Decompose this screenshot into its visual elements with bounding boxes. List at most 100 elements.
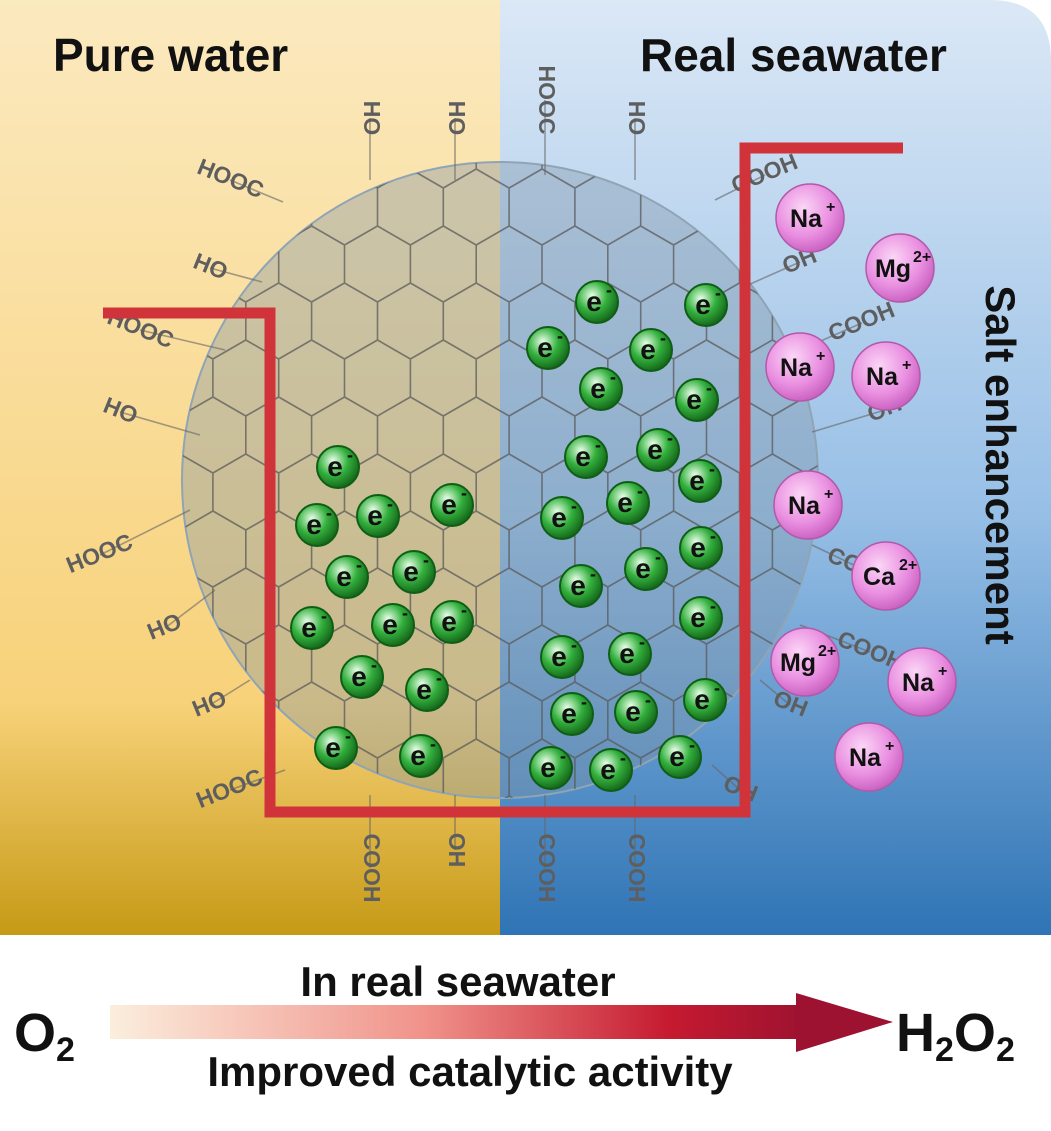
svg-text:e: e (551, 502, 567, 533)
svg-text:-: - (387, 494, 393, 514)
svg-text:-: - (710, 526, 716, 546)
svg-text:e: e (327, 451, 343, 482)
svg-text:-: - (706, 378, 712, 398)
svg-text:e: e (619, 638, 635, 669)
svg-text:-: - (710, 596, 716, 616)
svg-text:e: e (625, 696, 641, 727)
svg-text:e: e (694, 684, 710, 715)
svg-text:2+: 2+ (913, 249, 931, 266)
electron: e- (392, 550, 436, 594)
ion-na: Na+ (765, 332, 835, 402)
svg-text:-: - (571, 635, 577, 655)
svg-text:e: e (686, 384, 702, 415)
svg-text:-: - (714, 678, 720, 698)
svg-text:Na: Na (866, 363, 899, 391)
svg-text:-: - (371, 655, 377, 675)
svg-text:+: + (885, 738, 894, 755)
svg-text:e: e (570, 570, 586, 601)
electron: e- (683, 678, 727, 722)
svg-text:e: e (441, 606, 457, 637)
svg-text:e: e (586, 286, 602, 317)
svg-text:e: e (689, 465, 705, 496)
electron: e- (340, 655, 384, 699)
arrow-caption-bottom: Improved catalytic activity (207, 1048, 733, 1095)
electrons: e-e-e-e-e-e-e-e-e-e-e-e-e-e-e-e-e-e-e-e-… (290, 280, 728, 792)
electron: e- (679, 596, 723, 640)
ion-na: Na+ (773, 470, 843, 540)
svg-text:-: - (709, 459, 715, 479)
svg-text:e: e (690, 602, 706, 633)
electron: e- (678, 459, 722, 503)
svg-text:-: - (667, 428, 673, 448)
functional-group-label: COOH (359, 834, 385, 903)
svg-text:-: - (655, 547, 661, 567)
svg-text:-: - (581, 692, 587, 712)
functional-group-label: HO (444, 101, 470, 136)
svg-text:e: e (416, 674, 432, 705)
svg-text:-: - (430, 734, 436, 754)
electron: e- (290, 606, 334, 650)
svg-text:-: - (347, 445, 353, 465)
svg-text:-: - (637, 481, 643, 501)
electron: e- (550, 692, 594, 736)
electron: e- (316, 445, 360, 489)
svg-text:e: e (306, 509, 322, 540)
svg-text:2+: 2+ (818, 643, 836, 660)
svg-text:e: e (600, 754, 616, 785)
svg-text:-: - (321, 606, 327, 626)
electron: e- (405, 668, 449, 712)
electron: e- (295, 503, 339, 547)
pure-water-title: Pure water (53, 29, 289, 81)
electron: e- (540, 635, 584, 679)
pure-water-panel (0, 0, 500, 935)
svg-text:e: e (617, 487, 633, 518)
real-seawater-title: Real seawater (640, 29, 947, 81)
functional-group-label: HOOC (534, 66, 560, 135)
svg-text:Na: Na (849, 744, 882, 772)
svg-text:e: e (669, 741, 685, 772)
svg-text:Na: Na (788, 492, 821, 520)
svg-text:e: e (540, 752, 556, 783)
svg-text:e: e (690, 532, 706, 563)
svg-text:e: e (575, 441, 591, 472)
svg-text:-: - (620, 748, 626, 768)
electron: e- (314, 726, 358, 770)
ion-na: Na+ (834, 722, 904, 792)
electron: e- (589, 748, 633, 792)
svg-text:+: + (816, 348, 825, 365)
svg-text:-: - (356, 555, 362, 575)
electron: e- (325, 555, 369, 599)
product-h2o2: H2O2 (896, 1003, 1015, 1069)
svg-text:+: + (826, 199, 835, 216)
svg-text:e: e (441, 489, 457, 520)
electron: e- (356, 494, 400, 538)
svg-text:-: - (402, 603, 408, 623)
svg-text:-: - (345, 726, 351, 746)
svg-text:-: - (715, 283, 721, 303)
svg-text:-: - (461, 483, 467, 503)
svg-text:-: - (560, 746, 566, 766)
svg-text:+: + (902, 357, 911, 374)
functional-group-label: HO (359, 101, 385, 136)
reaction-arrow-shaft (110, 1005, 810, 1039)
svg-text:e: e (403, 556, 419, 587)
electron: e- (526, 326, 570, 370)
electron: e- (559, 564, 603, 608)
svg-text:-: - (571, 496, 577, 516)
salt-enhancement-label: Salt enhancement (977, 285, 1024, 645)
svg-text:-: - (639, 632, 645, 652)
electron: e- (579, 367, 623, 411)
svg-text:e: e (410, 740, 426, 771)
electron: e- (614, 690, 658, 734)
functional-group-label: COOH (534, 834, 560, 903)
arrow-caption-top: In real seawater (300, 958, 616, 1005)
ion-na: Na+ (851, 341, 921, 411)
background-panels (0, 0, 1051, 935)
svg-text:2+: 2+ (899, 557, 917, 574)
svg-text:e: e (351, 661, 367, 692)
svg-text:e: e (561, 698, 577, 729)
svg-text:e: e (640, 334, 656, 365)
svg-text:e: e (551, 641, 567, 672)
